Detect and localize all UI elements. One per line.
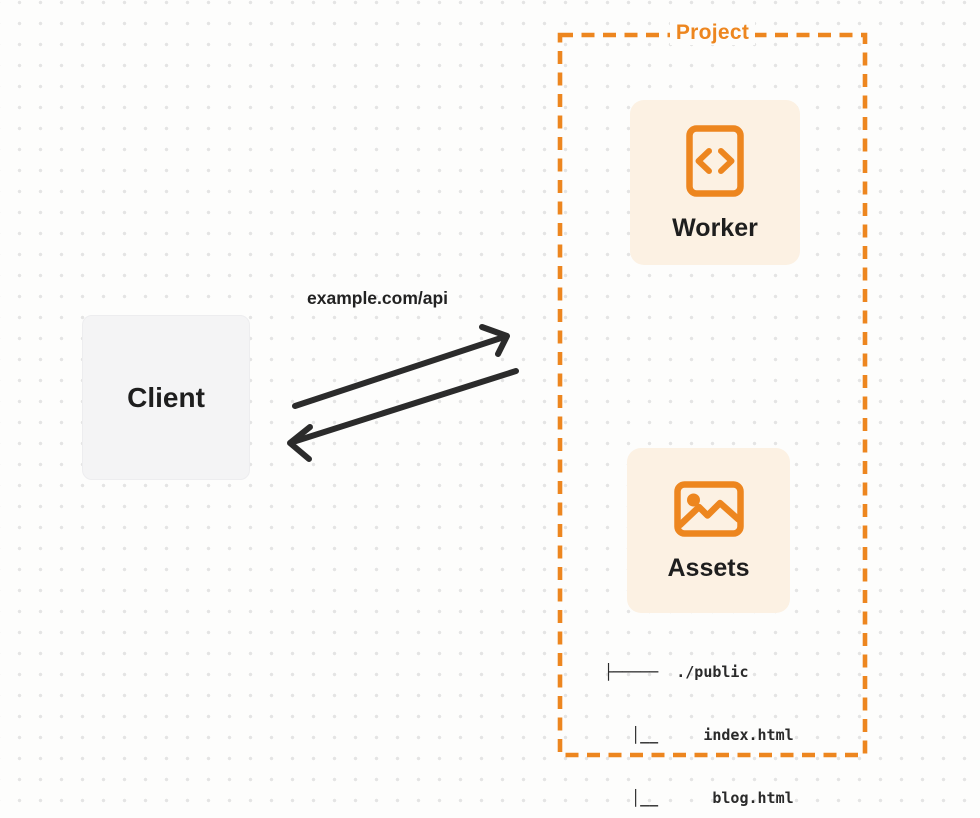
- assets-label: Assets: [667, 553, 750, 582]
- project-group-label-text: Project: [669, 21, 756, 45]
- request-arrowhead: [479, 324, 510, 357]
- image-icon: [673, 480, 744, 537]
- file-tree-line-blog: │__ blog.html: [604, 789, 794, 807]
- response-arrow: [287, 368, 519, 462]
- worker-node: Worker: [630, 100, 800, 265]
- code-file-icon: [686, 124, 744, 197]
- request-url-label: example.com/api: [307, 288, 449, 308]
- worker-label: Worker: [672, 213, 758, 242]
- client-node: Client: [82, 315, 250, 480]
- response-arrowhead: [287, 424, 313, 462]
- project-group-label: Project: [560, 21, 865, 45]
- assets-node: Assets: [627, 448, 790, 613]
- file-tree-line-public: ├───── ./public: [604, 663, 749, 681]
- client-label: Client: [127, 381, 205, 413]
- file-tree-line-index: │__ index.html: [604, 726, 794, 744]
- file-tree: ├───── ./public │__ index.html │__ blog.…: [604, 620, 794, 818]
- request-arrow: [292, 324, 510, 409]
